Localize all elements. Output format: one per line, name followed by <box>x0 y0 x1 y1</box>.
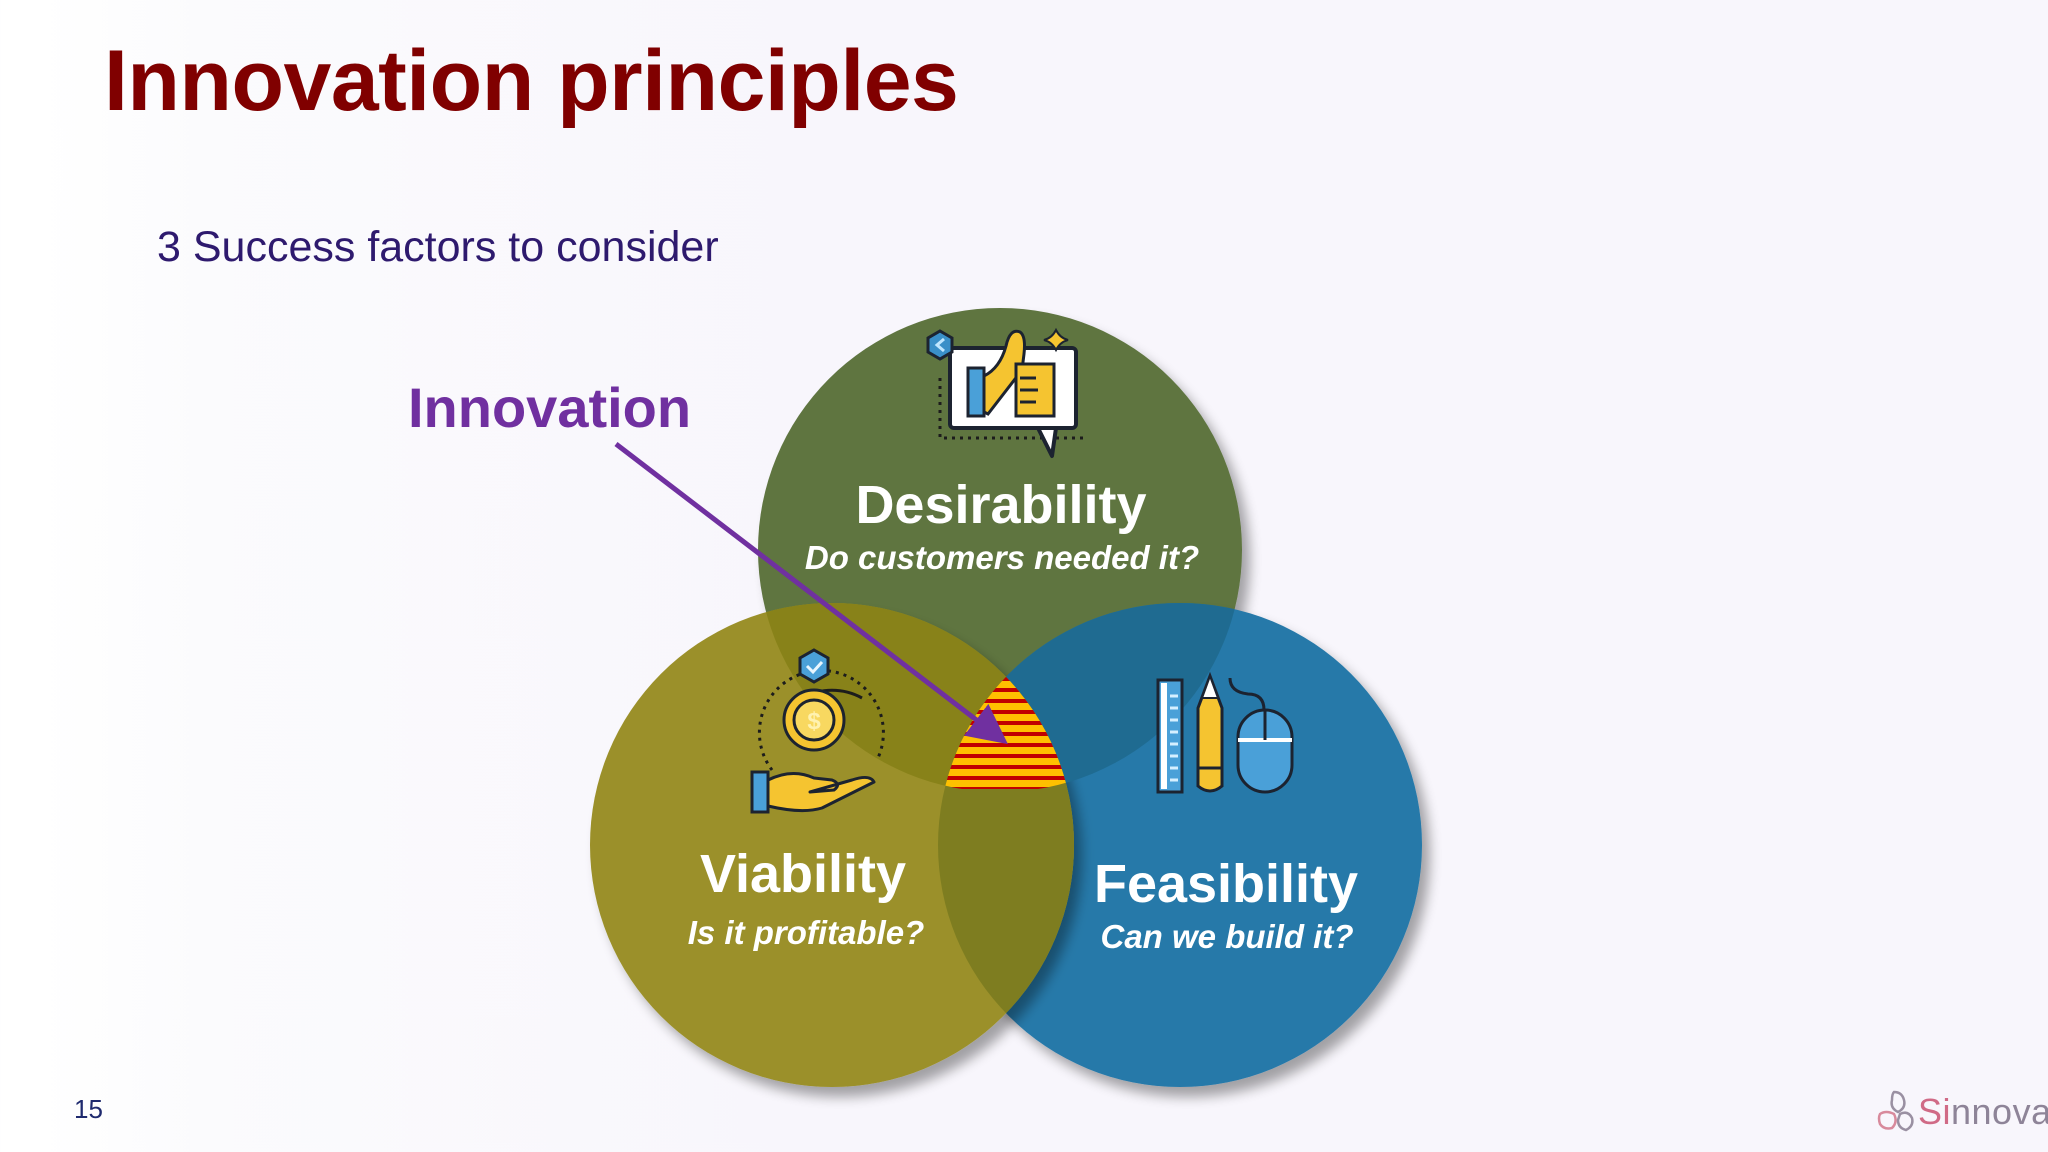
hand-holding-coin-icon: $ <box>750 648 885 814</box>
sinnova-logo: Sinnova <box>1872 1088 2048 1138</box>
sinnova-logo-text: Sinnova <box>1918 1091 2048 1132</box>
slide-title: Innovation principles <box>104 33 959 129</box>
innovation-arrow <box>614 442 1008 745</box>
overlap-desirability-feasibility <box>938 603 1242 792</box>
viability-question: Is it profitable? <box>688 914 925 951</box>
svg-text:$: $ <box>807 708 821 735</box>
slide-subtitle: 3 Success factors to consider <box>157 223 719 271</box>
feasibility-question: Can we build it? <box>1101 918 1354 955</box>
viability-title: Viability <box>700 844 906 904</box>
page-number: 15 <box>74 1094 103 1124</box>
sinnova-logo-icon <box>1877 1090 1914 1132</box>
thumbs-up-speech-bubble-icon <box>926 327 1088 458</box>
desirability-question: Do customers needed it? <box>805 539 1199 576</box>
desirability-title: Desirability <box>855 475 1146 535</box>
innovation-callout-label: Innovation <box>408 376 692 439</box>
feasibility-title: Feasibility <box>1094 854 1358 914</box>
ruler-pencil-mouse-icon <box>1156 671 1294 794</box>
overlap-viability-desirability <box>758 603 1074 792</box>
